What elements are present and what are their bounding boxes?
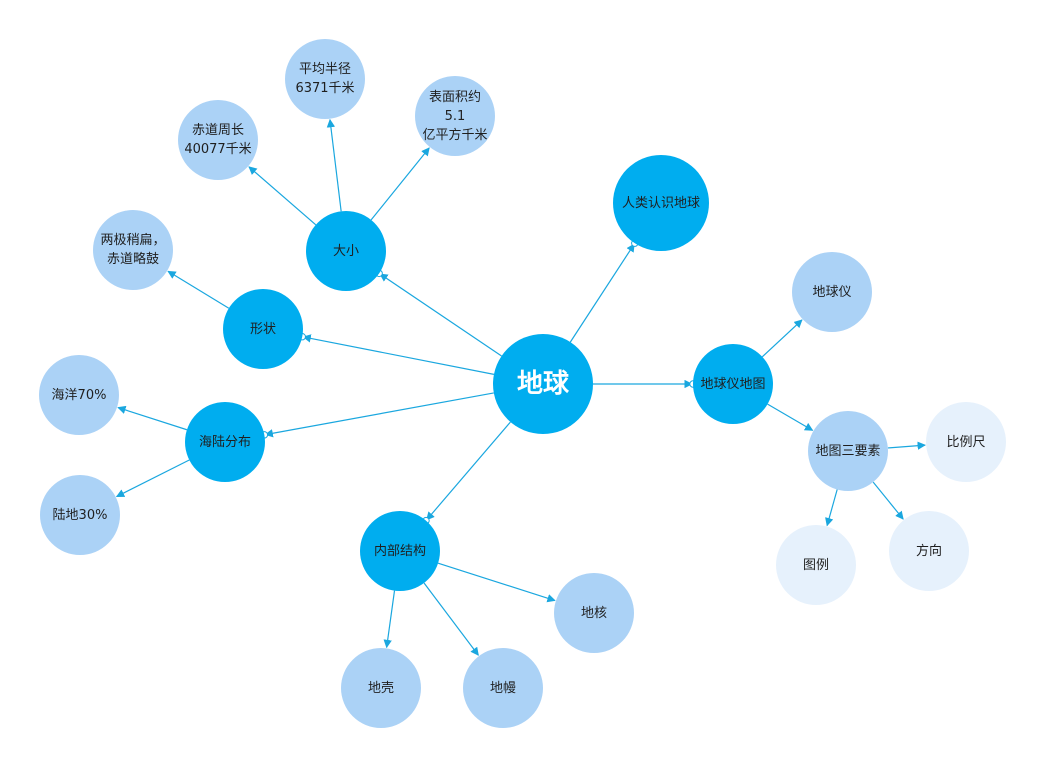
node-land-sea-distribution[interactable]: 海陆分布 (185, 402, 265, 482)
node-size[interactable]: 大小 (306, 211, 386, 291)
edge-earth-land-sea (264, 392, 494, 438)
node-label: 海陆分布 (198, 434, 251, 450)
node-average-radius[interactable]: 平均半径 6371千米 (285, 39, 365, 119)
node-direction[interactable]: 方向 (889, 511, 969, 591)
node-label: 比例尺 (946, 434, 986, 450)
node-label: 平均半径 6371千米 (295, 62, 355, 96)
node-label: 图例 (802, 557, 829, 573)
edge-land-sea-ocean (117, 405, 188, 431)
node-globe-and-map[interactable]: 地球仪地图 (693, 344, 773, 424)
node-label: 地核 (580, 605, 607, 621)
node-label: 大小 (332, 243, 359, 259)
edge-size-radius (326, 118, 342, 212)
node-label: 人类认识地球 (621, 195, 700, 211)
node-label: 地壳 (367, 680, 394, 696)
node-map-three-elements[interactable]: 地图三要素 (808, 411, 888, 491)
node-ocean[interactable]: 海洋70% (39, 355, 119, 435)
node-mantle[interactable]: 地幔 (463, 648, 543, 728)
node-label: 赤道周长 40077千米 (184, 123, 252, 157)
node-internal-structure[interactable]: 内部结构 (360, 511, 440, 591)
edge-land-sea-land (115, 459, 190, 498)
node-label: 方向 (915, 543, 942, 559)
node-land[interactable]: 陆地30% (40, 475, 120, 555)
node-shape[interactable]: 形状 (223, 289, 303, 369)
node-label: 地球仪地图 (700, 376, 766, 392)
edge-earth-inner (426, 421, 511, 521)
edge-earth-size (379, 273, 502, 357)
node-globe[interactable]: 地球仪 (792, 252, 872, 332)
edge-inner-mantle (423, 582, 479, 656)
edge-earth-shape (302, 334, 495, 375)
edge-shape-flat (167, 270, 230, 309)
node-crust[interactable]: 地壳 (341, 648, 421, 728)
node-label: 地球仪 (812, 284, 852, 300)
node-label: 地图三要素 (815, 443, 881, 459)
node-knowing-earth[interactable]: 人类认识地球 (613, 155, 709, 251)
node-earth[interactable]: 地球 (493, 334, 593, 434)
node-scale[interactable]: 比例尺 (926, 402, 1006, 482)
edge-elements-legend (825, 489, 838, 527)
node-core[interactable]: 地核 (554, 573, 634, 653)
edge-inner-crust (383, 590, 396, 649)
node-label: 地球 (516, 369, 569, 399)
edge-globe-map-globe (761, 319, 803, 358)
edge-size-equator (248, 166, 317, 226)
edge-earth-knowing (569, 243, 635, 343)
edge-elements-scale (887, 441, 926, 450)
node-label: 内部结构 (373, 543, 426, 559)
node-surface-area[interactable]: 表面积约5.1 亿平方千米 (415, 76, 495, 156)
node-legend[interactable]: 图例 (776, 525, 856, 605)
node-flattened-poles[interactable]: 两极稍扁， 赤道略鼓 (93, 210, 173, 290)
node-label: 两极稍扁， 赤道略鼓 (100, 233, 166, 267)
node-label: 表面积约5.1 亿平方千米 (422, 89, 488, 143)
node-label: 地幔 (489, 680, 516, 696)
node-label: 形状 (249, 321, 276, 337)
edge-globe-map-elements (767, 403, 814, 431)
node-equator-circumference[interactable]: 赤道周长 40077千米 (178, 100, 258, 180)
edge-inner-core (437, 562, 556, 603)
edge-size-area (370, 147, 430, 221)
node-label: 海洋70% (51, 387, 107, 403)
node-label: 陆地30% (52, 507, 108, 523)
edge-elements-direction (872, 481, 904, 520)
